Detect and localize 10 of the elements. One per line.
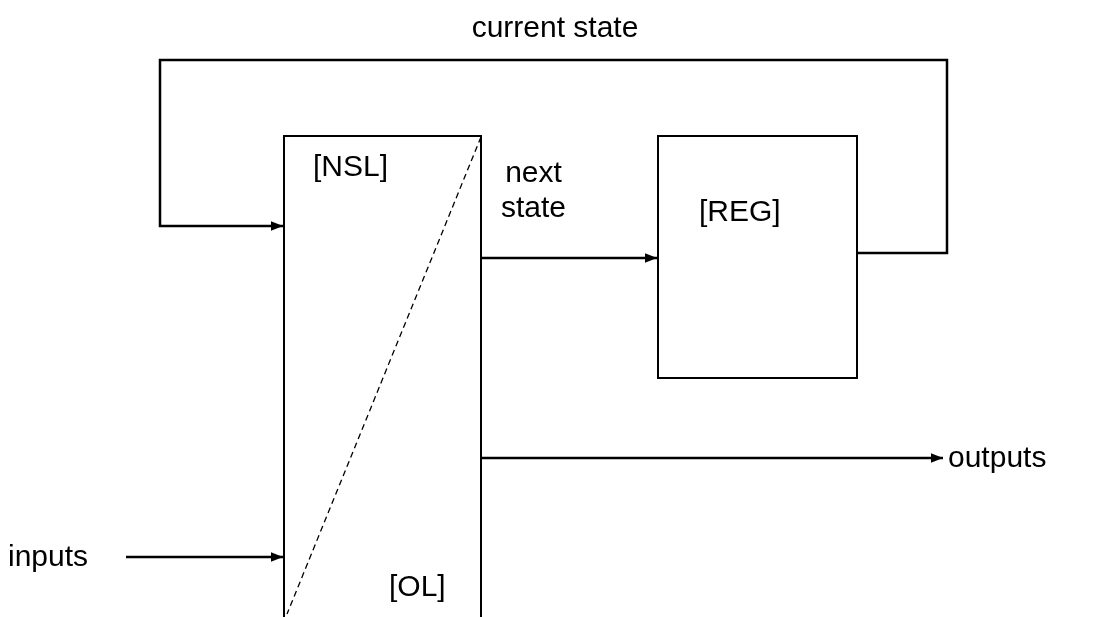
register-box (657, 135, 858, 379)
block-label: [REG] (699, 194, 781, 229)
arrow (482, 253, 657, 263)
arrow (158, 58, 949, 255)
output-label: outputs (948, 440, 1047, 475)
block-label: [OL] (389, 569, 446, 604)
input-label: inputs (8, 539, 89, 574)
arrow (126, 552, 283, 562)
arrow (482, 453, 943, 463)
block-label: [NSL] (313, 149, 389, 184)
